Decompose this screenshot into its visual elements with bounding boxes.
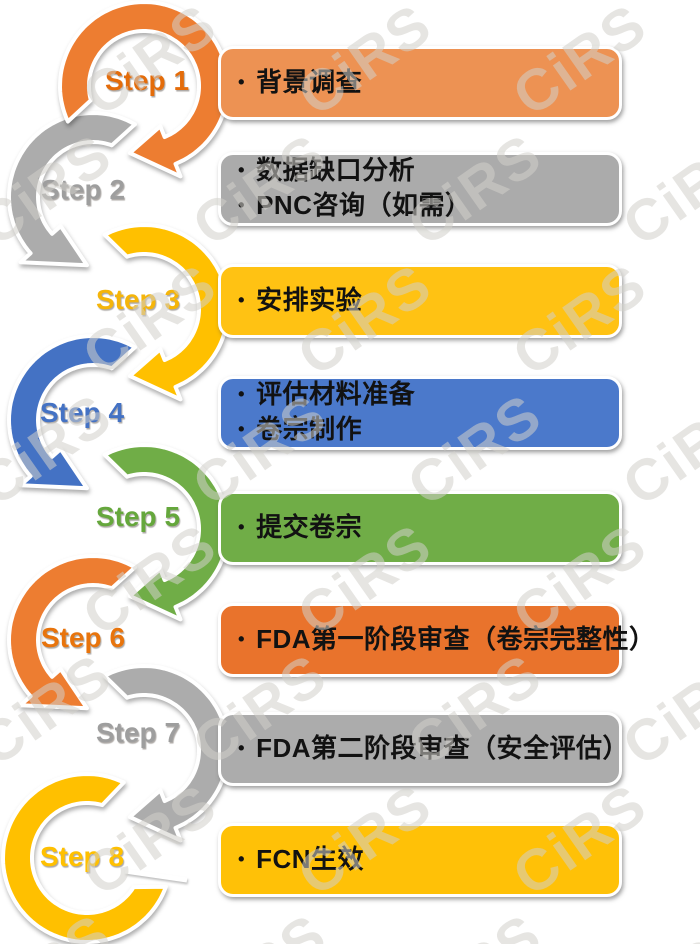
step-box-8: • FCN生效 <box>218 823 622 897</box>
bullet-icon: • <box>238 418 246 439</box>
step-box-6-content: • FDA第一阶段审查（卷宗完整性） <box>221 606 655 674</box>
step-box-8-content: • FCN生效 <box>221 826 619 894</box>
step-label-2: Step 2 <box>40 174 126 205</box>
box-item-text: 评估材料准备 <box>256 379 416 409</box>
step-arrow-6 <box>7 554 137 711</box>
box-item-text: 安排实验 <box>256 284 363 315</box>
bullet-icon: • <box>238 736 246 758</box>
step-box-2-content: • 数据缺口分析 • PNC咨询（如需） <box>221 155 619 223</box>
box-item-text: 卷宗制作 <box>256 414 363 444</box>
step-box-4-content: • 评估材料准备 • 卷宗制作 <box>221 379 619 447</box>
bullet-icon: • <box>238 847 246 869</box>
step8-ring-gap-line <box>124 868 188 883</box>
box-item-text: 提交卷宗 <box>256 511 363 542</box>
step-label-1: Step 1 <box>104 65 190 96</box>
box-item-text: PNC咨询（如需） <box>256 190 472 220</box>
step-arrow-7 <box>102 664 230 843</box>
box-item: • PNC咨询（如需） <box>238 189 607 224</box>
bullet-icon: • <box>238 288 246 310</box>
box-item: • FDA第一阶段审查（卷宗完整性） <box>238 623 655 658</box>
step-label-8: Step 8 <box>39 841 125 872</box>
step-box-2: • 数据缺口分析 • PNC咨询（如需） <box>218 152 622 226</box>
step-box-3: • 安排实验 <box>218 264 622 338</box>
step-label-7: Step 7 <box>95 717 181 748</box>
step-box-1-content: • 背景调查 <box>221 49 619 117</box>
box-item-text: 背景调查 <box>256 66 363 97</box>
step-box-3-content: • 安排实验 <box>221 267 619 335</box>
step-arrow-3 <box>102 223 230 402</box>
step-box-5: • 提交卷宗 <box>218 491 622 565</box>
bullet-icon: • <box>238 515 246 537</box>
box-item: • 评估材料准备 <box>238 378 607 413</box>
step-arrow-5 <box>102 443 230 622</box>
box-item: • 安排实验 <box>238 284 607 319</box>
step-arrow-4 <box>7 334 137 491</box>
bullet-icon: • <box>238 627 246 649</box>
step-arrow-2 <box>7 111 137 268</box>
step-box-5-content: • 提交卷宗 <box>221 494 619 562</box>
box-item-text: FDA第一阶段审查（卷宗完整性） <box>256 623 656 654</box>
box-item-text: FCN生效 <box>256 843 364 874</box>
bullet-icon: • <box>238 159 246 180</box>
bullet-icon: • <box>238 194 246 215</box>
step-label-5: Step 5 <box>95 501 181 532</box>
bullet-icon: • <box>238 70 246 92</box>
box-item: • 数据缺口分析 <box>238 154 607 189</box>
step-box-1: • 背景调查 <box>218 46 622 120</box>
box-item: • 背景调查 <box>238 66 607 101</box>
box-item-text: FDA第二阶段审查（安全评估） <box>256 732 629 763</box>
step-arrow-8 <box>1 772 168 944</box>
box-item-text: 数据缺口分析 <box>256 155 416 185</box>
box-item: • 卷宗制作 <box>238 413 607 448</box>
box-item: • FDA第二阶段审查（安全评估） <box>238 732 629 767</box>
box-item: • 提交卷宗 <box>238 511 607 546</box>
box-item: • FCN生效 <box>238 843 607 878</box>
step-label-6: Step 6 <box>40 622 126 653</box>
bullet-icon: • <box>238 383 246 404</box>
step-box-7-content: • FDA第二阶段审查（安全评估） <box>221 715 629 783</box>
step-box-4: • 评估材料准备 • 卷宗制作 <box>218 376 622 450</box>
step-label-3: Step 3 <box>95 284 181 315</box>
step-arrow-1 <box>58 0 230 179</box>
step-box-7: • FDA第二阶段审查（安全评估） <box>218 712 629 786</box>
step-label-4: Step 4 <box>39 397 125 428</box>
step-box-6: • FDA第一阶段审查（卷宗完整性） <box>218 603 655 677</box>
